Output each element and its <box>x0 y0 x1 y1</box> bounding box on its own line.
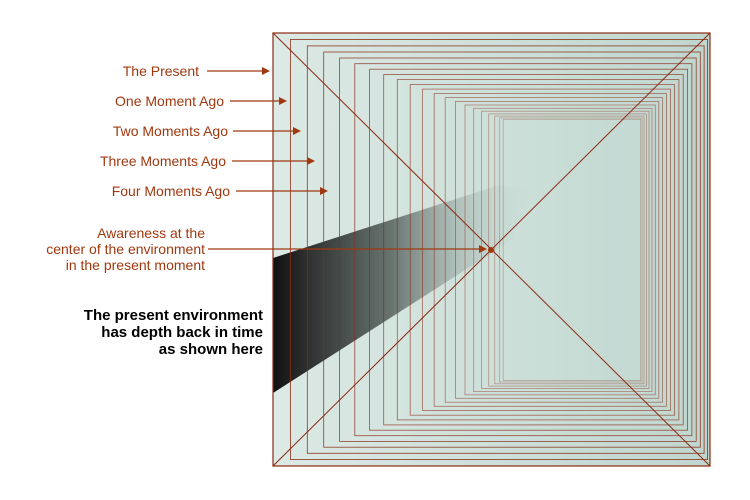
time-frame-8 <box>396 79 680 421</box>
time-frame-9 <box>409 84 676 416</box>
arrowhead-one-moment <box>279 97 287 105</box>
time-frame-5 <box>354 63 693 437</box>
time-frame-13 <box>455 101 660 399</box>
time-frame-2 <box>306 45 705 454</box>
awareness-beam <box>273 186 535 393</box>
time-frame-20 <box>502 118 642 381</box>
label-awareness-line-2: center of the environment <box>46 241 205 257</box>
arrowhead-present <box>262 67 270 75</box>
time-frame-7 <box>383 74 684 426</box>
label-the-present: The Present <box>122 63 199 79</box>
time-frame-14 <box>464 104 656 396</box>
label-environment-line-2: has depth back in time <box>101 324 263 341</box>
time-frame-3 <box>323 51 701 448</box>
arrowhead-four-moments <box>320 187 328 195</box>
time-frame-18 <box>494 115 645 385</box>
time-frame-4 <box>339 57 697 442</box>
label-four-moments-ago: Four Moments Ago <box>111 183 230 199</box>
label-awareness-line-3: in the present moment <box>65 257 205 273</box>
label-environment-line-1: The present environment <box>83 307 263 324</box>
time-frame-11 <box>433 93 667 407</box>
arrowhead-three-moments <box>307 157 315 165</box>
label-awareness-line-1: Awareness at the <box>97 225 205 241</box>
arrowhead-two-moments <box>293 127 301 135</box>
arrowhead-awareness <box>479 245 487 253</box>
label-two-moments-ago: Two Moments Ago <box>112 123 228 139</box>
label-environment-line-3: as shown here <box>158 341 263 358</box>
time-frame-19 <box>499 117 643 383</box>
label-three-moments-ago: Three Moments Ago <box>99 153 226 169</box>
time-frame-10 <box>422 88 671 411</box>
awareness-center-dot <box>488 247 494 253</box>
nested-time-frames <box>272 32 711 467</box>
label-one-moment-ago: One Moment Ago <box>115 93 224 109</box>
label-arrows <box>207 67 487 253</box>
time-frame-6 <box>369 68 689 431</box>
time-frame-15 <box>473 107 653 392</box>
time-frame-12 <box>444 97 663 403</box>
